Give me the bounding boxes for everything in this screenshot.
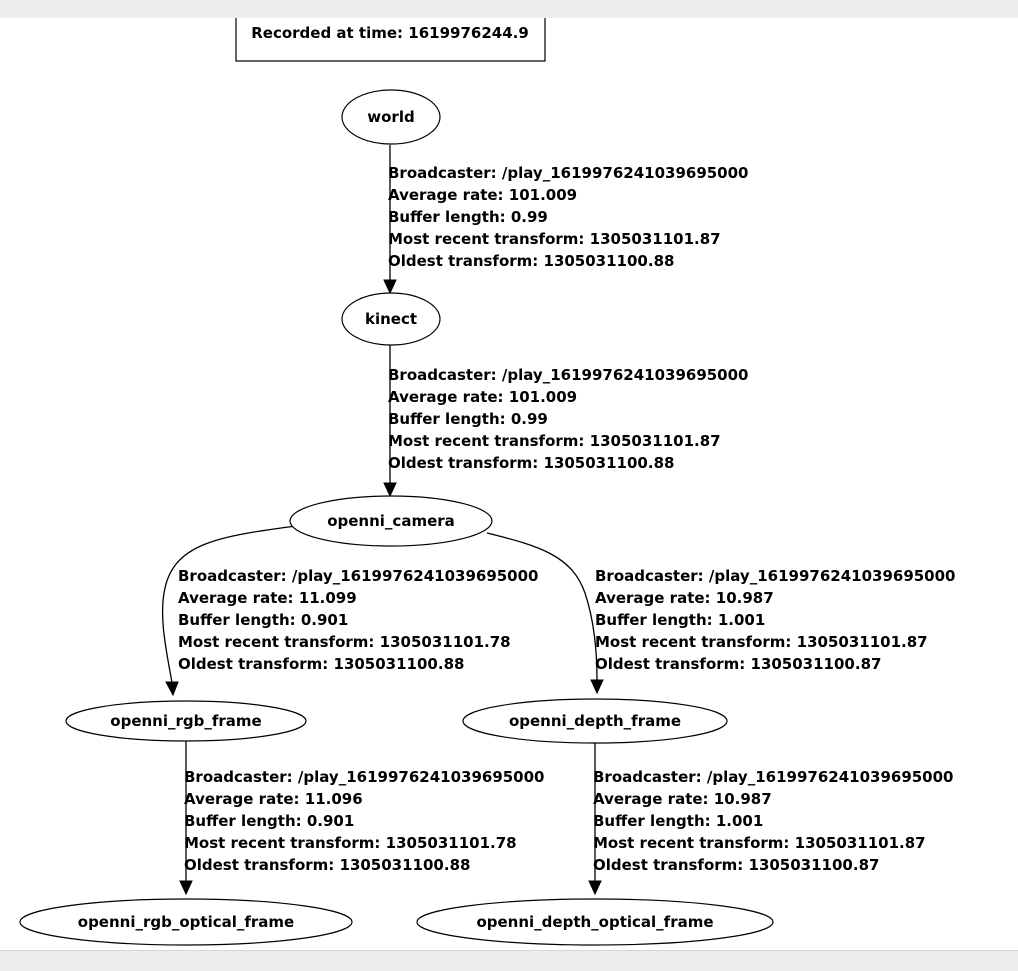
arrowhead-icon [588, 880, 602, 896]
edge-line [486, 532, 598, 681]
buffer-length-text: Buffer length: 0.901 [178, 611, 348, 629]
average-rate-text: Average rate: 11.096 [184, 790, 363, 808]
edge-kinect-openni-camera [383, 344, 397, 498]
most-recent-transform-text: Most recent transform: 1305031101.78 [178, 633, 511, 651]
broadcaster-text: Broadcaster: /play_1619976241039695000 [178, 567, 539, 585]
most-recent-transform-text: Most recent transform: 1305031101.87 [595, 633, 928, 651]
arrowhead-icon [179, 880, 193, 896]
edge-label-openni-camera-openni-depth-frame: Broadcaster: /play_1619976241039695000 A… [595, 567, 961, 673]
edges [162, 145, 604, 896]
buffer-length-text: Buffer length: 1.001 [595, 611, 765, 629]
node-ellipse [289, 495, 493, 547]
arrowhead-icon [383, 482, 397, 498]
broadcaster-text: Broadcaster: /play_1619976241039695000 [388, 366, 749, 384]
recorded-time-box: Recorded at time: 1619976244.9 [235, 15, 546, 62]
most-recent-transform-text: Most recent transform: 1305031101.87 [388, 432, 721, 450]
arrowhead-icon [165, 681, 179, 697]
node-label: world [367, 108, 414, 126]
bottom-status-strip [0, 950, 1018, 971]
node-openni-rgb-optical-frame[interactable]: openni_rgb_optical_frame [19, 898, 353, 946]
edge-label-openni-rgb-frame-openni-rgb-optical-frame: Broadcaster: /play_1619976241039695000 A… [184, 768, 550, 874]
node-label: openni_rgb_frame [110, 712, 261, 730]
oldest-transform-text: Oldest transform: 1305031100.88 [388, 454, 674, 472]
node-label: openni_rgb_optical_frame [78, 913, 294, 931]
edge-openni-camera-openni-depth-frame [486, 532, 604, 695]
node-ellipse [19, 898, 353, 946]
node-ellipse [65, 700, 307, 742]
recorded-time-label: Recorded at time: 1619976244.9 [251, 24, 529, 42]
average-rate-text: Average rate: 11.099 [178, 589, 357, 607]
edge-label-openni-camera-openni-rgb-frame: Broadcaster: /play_1619976241039695000 A… [178, 567, 544, 673]
oldest-transform-text: Oldest transform: 1305031100.88 [178, 655, 464, 673]
buffer-length-text: Buffer length: 0.99 [388, 208, 548, 226]
arrowhead-icon [383, 279, 397, 295]
average-rate-text: Average rate: 10.987 [593, 790, 772, 808]
node-openni-depth-frame[interactable]: openni_depth_frame [462, 698, 728, 744]
node-ellipse [416, 898, 774, 946]
most-recent-transform-text: Most recent transform: 1305031101.87 [388, 230, 721, 248]
edge-labels: Broadcaster: /play_1619976241039695000 A… [178, 164, 961, 874]
node-openni-depth-optical-frame[interactable]: openni_depth_optical_frame [416, 898, 774, 946]
broadcaster-text: Broadcaster: /play_1619976241039695000 [595, 567, 956, 585]
recorded-time-frame [235, 15, 546, 62]
edge-label-openni-depth-frame-openni-depth-optical-frame: Broadcaster: /play_1619976241039695000 A… [593, 768, 959, 874]
edge-label-kinect-openni-camera: Broadcaster: /play_1619976241039695000 A… [388, 366, 754, 472]
node-ellipse [341, 292, 441, 346]
edge-line [162, 525, 297, 684]
edge-label-world-kinect: Broadcaster: /play_1619976241039695000 A… [388, 164, 754, 270]
node-label: openni_depth_frame [509, 712, 681, 730]
oldest-transform-text: Oldest transform: 1305031100.88 [184, 856, 470, 874]
most-recent-transform-text: Most recent transform: 1305031101.87 [593, 834, 926, 852]
node-openni-camera[interactable]: openni_camera [289, 495, 493, 547]
tf-tree-canvas: Recorded at time: 1619976244.9 [0, 15, 1018, 950]
node-kinect[interactable]: kinect [341, 292, 441, 346]
node-label: kinect [365, 310, 417, 328]
edge-openni-depth-frame-openni-depth-optical-frame [588, 740, 602, 896]
oldest-transform-text: Oldest transform: 1305031100.87 [593, 856, 879, 874]
broadcaster-text: Broadcaster: /play_1619976241039695000 [184, 768, 545, 786]
average-rate-text: Average rate: 101.009 [388, 388, 577, 406]
broadcaster-text: Broadcaster: /play_1619976241039695000 [593, 768, 954, 786]
node-openni-rgb-frame[interactable]: openni_rgb_frame [65, 700, 307, 742]
broadcaster-text: Broadcaster: /play_1619976241039695000 [388, 164, 749, 182]
tf-tree-graph: Recorded at time: 1619976244.9 [19, 15, 961, 946]
node-ellipse [462, 698, 728, 744]
oldest-transform-text: Oldest transform: 1305031100.88 [388, 252, 674, 270]
oldest-transform-text: Oldest transform: 1305031100.87 [595, 655, 881, 673]
edge-openni-camera-openni-rgb-frame [162, 525, 297, 697]
node-label: openni_camera [327, 512, 455, 530]
buffer-length-text: Buffer length: 0.99 [388, 410, 548, 428]
buffer-length-text: Buffer length: 0.901 [184, 812, 354, 830]
node-label: openni_depth_optical_frame [476, 913, 713, 931]
average-rate-text: Average rate: 10.987 [595, 589, 774, 607]
node-ellipse [341, 89, 441, 145]
node-world[interactable]: world [341, 89, 441, 145]
top-toolbar-strip [0, 0, 1018, 19]
average-rate-text: Average rate: 101.009 [388, 186, 577, 204]
buffer-length-text: Buffer length: 1.001 [593, 812, 763, 830]
edge-world-kinect [383, 145, 397, 295]
arrowhead-icon [590, 679, 604, 695]
most-recent-transform-text: Most recent transform: 1305031101.78 [184, 834, 517, 852]
edge-openni-rgb-frame-openni-rgb-optical-frame [179, 738, 193, 896]
nodes: world kinect openni_camera openni_rgb_fr… [19, 89, 774, 946]
